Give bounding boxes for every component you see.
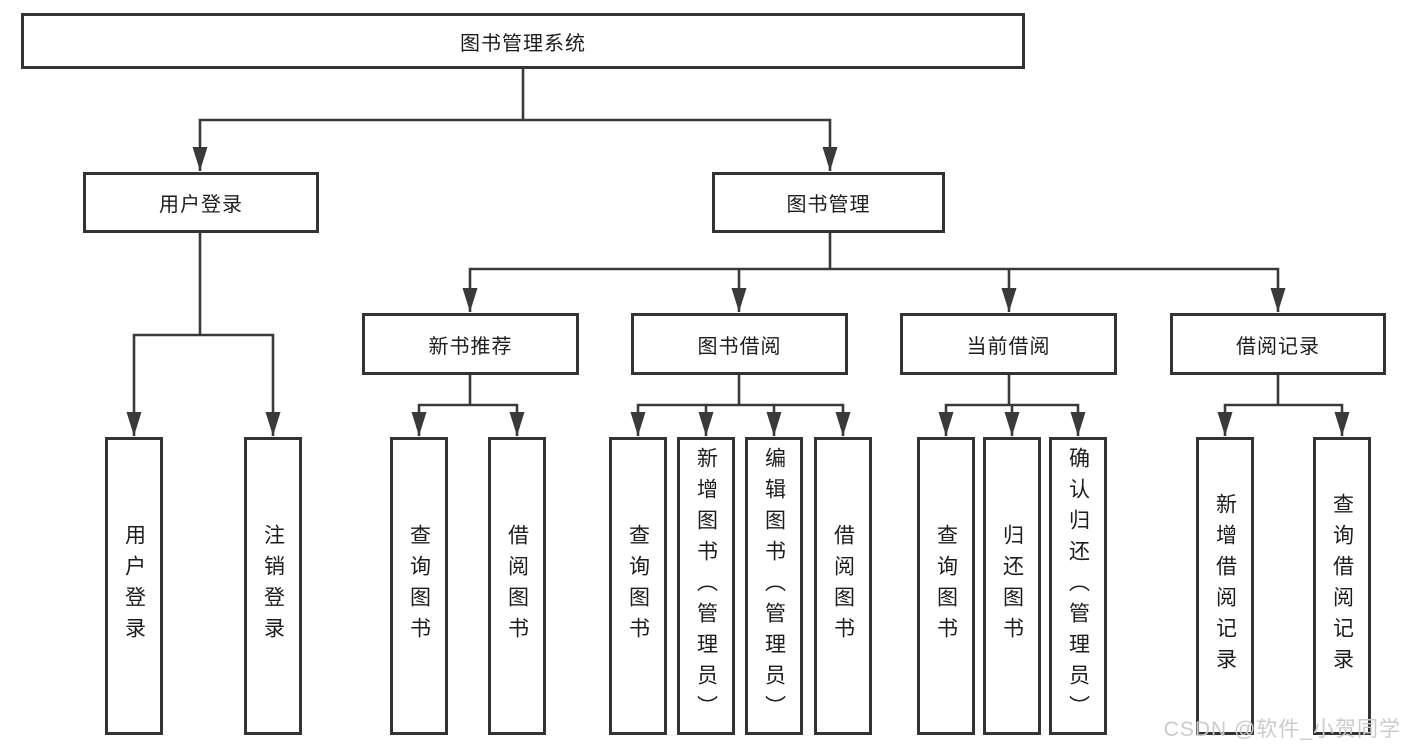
node-book-borrow: 图书借阅 [631, 313, 848, 375]
arrowhead-icon [766, 412, 782, 436]
edge-level3-bar [468, 267, 1280, 312]
node-book-borrow-label: 图书借阅 [697, 335, 782, 358]
leaf-confirm-return-admin: 确认归还（管理员） [1049, 437, 1107, 735]
leaf-edit-books-admin: 编辑图书（管理员） [745, 437, 803, 735]
arrowhead-icon [835, 412, 851, 436]
node-new-book-recommend: 新书推荐 [362, 313, 579, 375]
edge-borrow-bar [636, 403, 845, 436]
node-user-login-label: 用户登录 [159, 194, 243, 216]
arrowhead-icon [731, 288, 747, 312]
node-current-borrow-label: 当前借阅 [966, 335, 1051, 358]
edge-records-bar [1223, 403, 1344, 436]
arrowhead-icon [411, 412, 427, 436]
leaf-recommend-query-books-label: 查询图书 [407, 524, 431, 648]
leaf-confirm-return-admin-label: 确认归还（管理员） [1066, 446, 1090, 726]
leaf-current-query-books-label: 查询图书 [934, 524, 958, 648]
leaf-add-books-admin: 新增图书（管理员） [677, 437, 735, 735]
leaf-borrow-query-books-label: 查询图书 [626, 524, 650, 648]
node-new-book-recommend-label: 新书推荐 [428, 335, 513, 358]
arrowhead-icon [1001, 288, 1017, 312]
leaf-add-borrow-record: 新增借阅记录 [1196, 437, 1254, 735]
arrowhead-icon [1334, 412, 1350, 436]
leaf-query-borrow-record-label: 查询借阅记录 [1330, 493, 1354, 679]
edge-level2-bar [198, 118, 832, 171]
node-borrow-records-label: 借阅记录 [1236, 335, 1320, 358]
node-borrow-records: 借阅记录 [1170, 313, 1386, 375]
arrowhead-icon [1270, 288, 1286, 312]
node-current-borrow: 当前借阅 [900, 313, 1117, 375]
watermark-text: CSDN @软件_小贺同学 [1163, 718, 1401, 741]
leaf-query-borrow-record: 查询借阅记录 [1313, 437, 1371, 735]
leaf-logout: 注销登录 [244, 437, 302, 735]
leaf-recommend-borrow-books: 借阅图书 [488, 437, 546, 735]
leaf-borrow-books-label: 借阅图书 [831, 524, 855, 648]
arrowhead-icon [1004, 412, 1020, 436]
node-root-label: 图书管理系统 [460, 32, 586, 55]
leaf-borrow-query-books: 查询图书 [609, 437, 667, 735]
arrowhead-icon [1217, 412, 1233, 436]
leaf-recommend-borrow-books-label: 借阅图书 [505, 524, 529, 648]
leaf-add-books-admin-label: 新增图书（管理员） [694, 446, 718, 726]
leaf-return-books-label: 归还图书 [1000, 524, 1024, 648]
node-root: 图书管理系统 [21, 13, 1025, 69]
arrowhead-icon [698, 412, 714, 436]
edge-user-login-bar [132, 333, 275, 436]
leaf-recommend-query-books: 查询图书 [390, 437, 448, 735]
arrowhead-icon [265, 412, 281, 436]
leaf-logout-label: 注销登录 [261, 524, 285, 648]
node-book-management: 图书管理 [712, 172, 945, 233]
node-user-login: 用户登录 [83, 172, 319, 233]
leaf-borrow-books: 借阅图书 [814, 437, 872, 735]
arrowhead-icon [192, 147, 208, 171]
arrowhead-icon [822, 147, 838, 171]
leaf-return-books: 归还图书 [983, 437, 1041, 735]
arrowhead-icon [630, 412, 646, 436]
leaf-user-login-label: 用户登录 [122, 524, 146, 648]
edge-recommend-bar [417, 403, 519, 436]
leaf-add-borrow-record-label: 新增借阅记录 [1213, 493, 1237, 679]
arrowhead-icon [462, 288, 478, 312]
leaf-edit-books-admin-label: 编辑图书（管理员） [762, 446, 786, 726]
arrowhead-icon [938, 412, 954, 436]
leaf-current-query-books: 查询图书 [917, 437, 975, 735]
arrowhead-icon [509, 412, 525, 436]
leaf-user-login: 用户登录 [105, 437, 163, 735]
arrowhead-icon [1070, 412, 1086, 436]
arrowhead-icon [126, 412, 142, 436]
node-book-management-label: 图书管理 [786, 194, 871, 216]
